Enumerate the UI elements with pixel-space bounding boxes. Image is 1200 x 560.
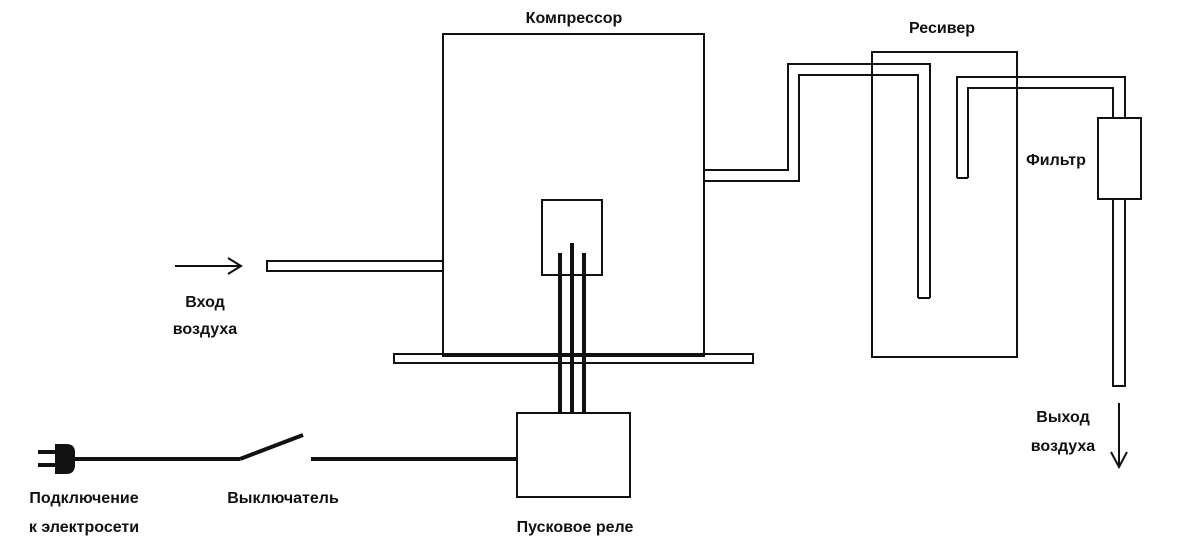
air-intake-pipe	[266, 260, 444, 272]
compressor-label: Компрессор	[526, 10, 623, 27]
air-out-label-line2: воздуха	[1031, 438, 1095, 455]
power-plug-icon	[38, 444, 75, 474]
air-out-arrow	[1110, 403, 1128, 470]
air-in-arrow	[175, 257, 243, 275]
air-in-label-line2: воздуха	[173, 321, 237, 338]
compressor-outlet-pipe	[704, 63, 931, 299]
filter-body	[1097, 117, 1142, 200]
switch-lever	[239, 433, 304, 461]
receiver-to-filter-pipe	[956, 76, 1126, 179]
power-label-line2: к электросети	[29, 519, 139, 536]
filter-label: Фильтр	[1026, 152, 1086, 169]
air-out-label-line1: Выход	[1036, 409, 1089, 426]
receiver-tank	[871, 51, 1018, 358]
start-relay-label: Пусковое реле	[517, 519, 634, 536]
air-outlet-pipe	[1112, 199, 1126, 387]
start-relay-box	[516, 412, 631, 498]
switch-label: Выключатель	[227, 490, 339, 507]
air-in-label-line1: Вход	[185, 294, 225, 311]
receiver-label: Ресивер	[909, 20, 975, 37]
power-label-line1: Подключение	[29, 490, 138, 507]
